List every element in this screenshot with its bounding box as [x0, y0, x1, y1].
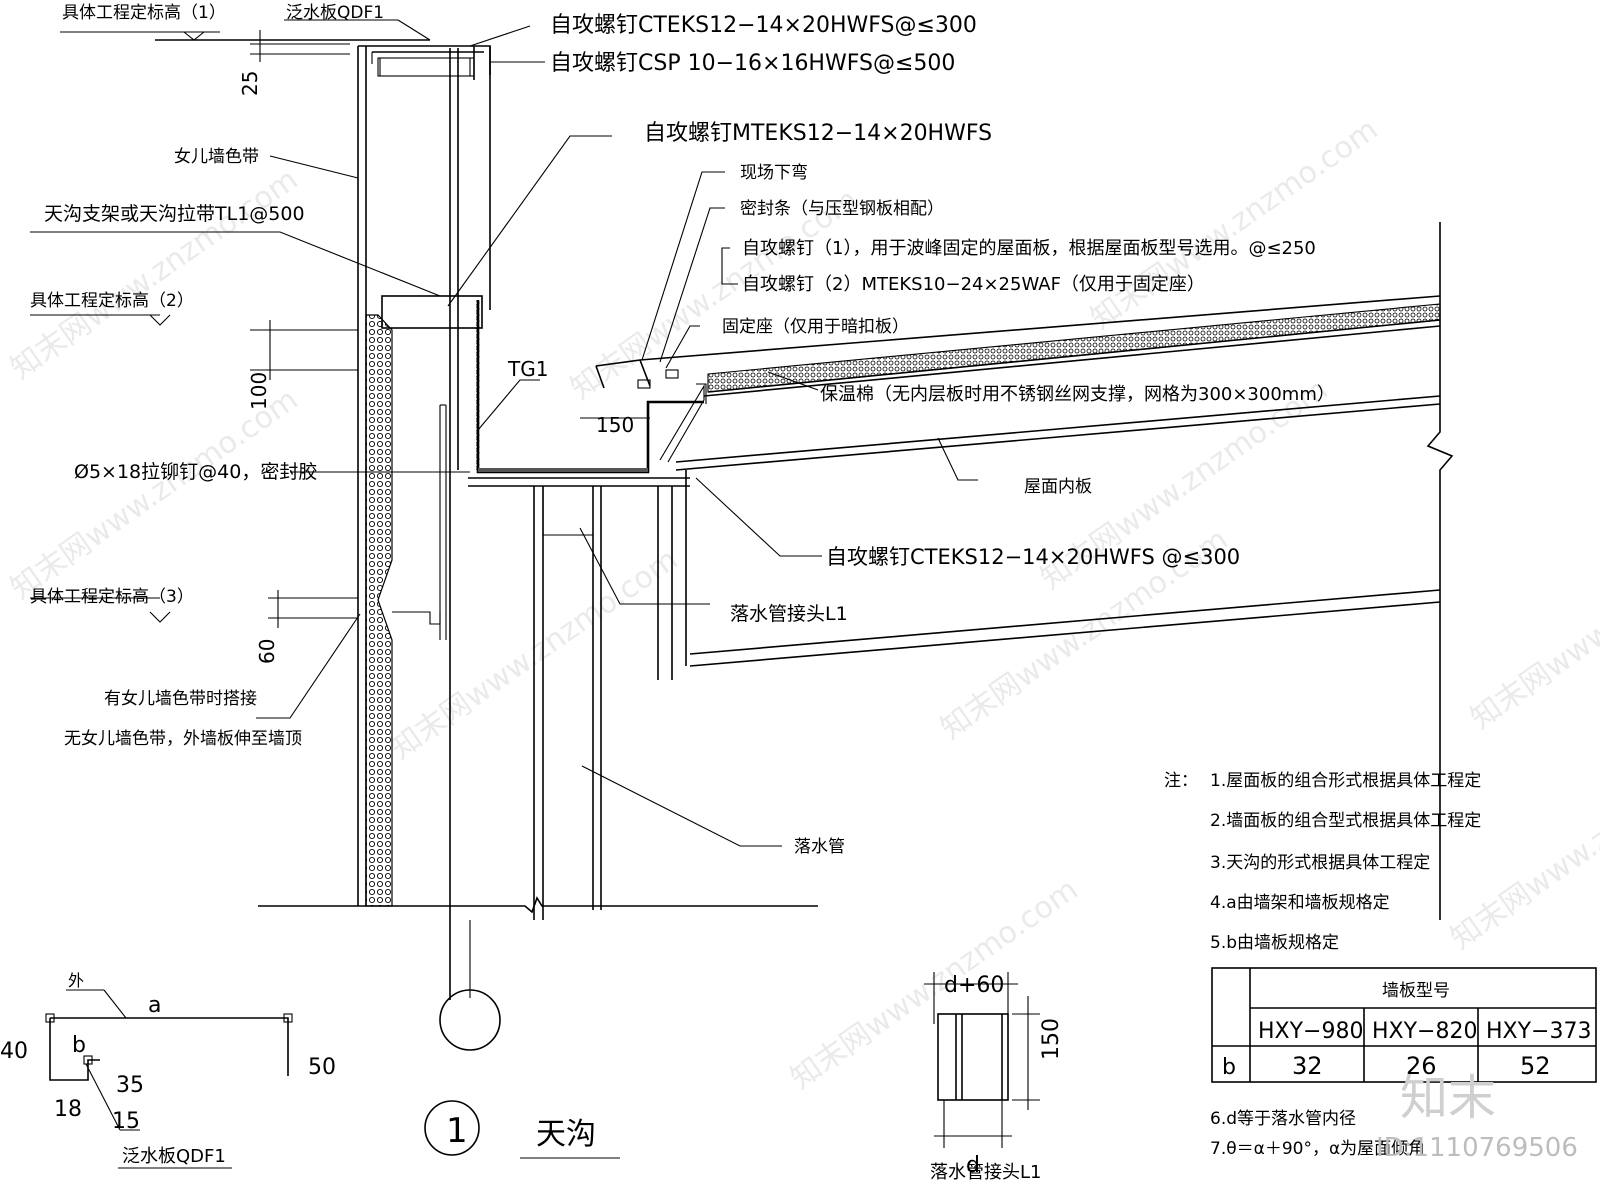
flashing-50-label: 50	[308, 1055, 336, 1080]
rivet-label: Ø5×18拉铆钉@40，密封胶	[74, 461, 317, 483]
brand-logo: 知末	[1400, 1070, 1496, 1126]
flashing-qdf1-label: 泛水板QDF1	[286, 3, 384, 23]
table-row-label: b	[1222, 1055, 1236, 1080]
table-header: 墙板型号	[1382, 981, 1450, 1001]
note-item: 7.θ＝α＋90°，α为屋面倾角	[1210, 1139, 1425, 1159]
notes: 注： 1.屋面板的组合形式根据具体工程定 2.墙面板的组合型式根据具体工程定 3…	[1164, 771, 1481, 1159]
note-item: 5.b由墙板规格定	[1210, 933, 1339, 953]
wall-panel-table: 墙板型号 HXY−980 HXY−820 HXY−373 b 32 26 52	[1211, 967, 1597, 1083]
table-cell: 26	[1406, 1052, 1437, 1080]
elevation-2-label: 具体工程定标高（2）	[30, 291, 194, 311]
watermark: 知末网www.znzmo.com	[1465, 512, 1600, 737]
screw-1-label: 自攻螺钉（1），用于波峰固定的屋面板，根据屋面板型号选用。@≤250	[742, 238, 1316, 259]
flashing-detail: 外 a b 40 50 35 18 15 泛水板QDF1	[0, 971, 336, 1169]
table-column-header: HXY−373	[1486, 1019, 1591, 1044]
gutter-bracket-label: 天沟支架或天沟拉带TL1@500	[44, 203, 305, 225]
note-item: 1.屋面板的组合形式根据具体工程定	[1210, 771, 1481, 791]
table-column-header: HXY−980	[1258, 1019, 1363, 1044]
note-item: 2.墙面板的组合型式根据具体工程定	[1210, 811, 1481, 831]
dim-60-label: 60	[255, 639, 279, 664]
watermark: 知末网www.znzmo.com	[1445, 732, 1600, 957]
flashing-40-label: 40	[0, 1039, 28, 1064]
note-item: 4.a由墙架和墙板规格定	[1210, 893, 1390, 913]
dim-100-label: 100	[247, 372, 271, 410]
field-bend-label: 现场下弯	[740, 163, 808, 183]
detail-title: 天沟	[536, 1117, 596, 1152]
screw-2-label: 自攻螺钉（2）MTEKS10−24×25WAF（仅用于固定座）	[742, 274, 1205, 295]
downpipe-joint-label: 落水管接头L1	[730, 603, 848, 625]
insulation-label: 保温棉（无内层板时用不锈钢丝网支撑，网格为300×300mm）	[820, 384, 1335, 405]
lap-without-label: 无女儿墙色带，外墙板伸至墙顶	[64, 729, 302, 749]
fixing-seat-label: 固定座（仅用于暗扣板）	[722, 317, 909, 337]
dim-150-roof-label: 150	[596, 413, 634, 437]
dim-25-label: 25	[238, 71, 262, 96]
downpipe-label: 落水管	[794, 837, 845, 857]
table-cell: 32	[1292, 1052, 1323, 1080]
lap-with-label: 有女儿墙色带时搭接	[104, 689, 257, 709]
joint-150-label: 150	[1039, 1018, 1064, 1060]
roof-section	[595, 222, 1454, 920]
note-item: 6.d等于落水管内径	[1210, 1109, 1356, 1129]
seal-strip-label: 密封条（与压型钢板相配）	[740, 199, 944, 219]
elevation-3-label: 具体工程定标高（3）	[30, 587, 194, 607]
leader-lines	[30, 19, 978, 847]
flashing-caption: 泛水板QDF1	[122, 1146, 226, 1167]
brand-mark: 知末 ID:1110769506	[1376, 1070, 1578, 1163]
wall-section	[155, 39, 818, 1051]
notes-prefix: 注：	[1164, 771, 1198, 791]
watermark: 知末网www.znzmo.com	[5, 162, 305, 387]
joint-d-label: d	[966, 1153, 980, 1178]
table-column-header: HXY−820	[1372, 1019, 1477, 1044]
watermark: 知末网www.znzmo.com	[1085, 112, 1385, 337]
screw-ct300b-label: 自攻螺钉CTEKS12−14×20HWFS @≤300	[826, 545, 1240, 569]
note-item: 3.天沟的形式根据具体工程定	[1210, 853, 1430, 873]
screw-mteks-label: 自攻螺钉MTEKS12−14×20HWFS	[644, 121, 992, 146]
detail-number: 1	[446, 1111, 468, 1151]
flashing-35-label: 35	[116, 1073, 144, 1098]
flashing-18-label: 18	[54, 1097, 82, 1122]
joint-d60-label: d+60	[944, 973, 1004, 998]
flashing-b-label: b	[72, 1033, 86, 1058]
brand-id: ID:1110769506	[1376, 1133, 1578, 1163]
table-cell: 52	[1520, 1052, 1551, 1080]
main-labels: 具体工程定标高（1） 泛水板QDF1 自攻螺钉CTEKS12−14×20HWFS…	[30, 3, 1335, 1159]
elevation-1-label: 具体工程定标高（1）	[62, 3, 226, 23]
screw-csp-label: 自攻螺钉CSP 10−16×16HWFS@≤500	[550, 51, 955, 76]
parapet-band-label: 女儿墙色带	[174, 147, 259, 167]
flashing-a-label: a	[148, 993, 161, 1018]
joint-caption: 落水管接头L1	[930, 1162, 1041, 1183]
inner-panel-label: 屋面内板	[1024, 477, 1092, 497]
downpipe-joint-detail: d+60 150 d 落水管接头L1	[924, 972, 1064, 1183]
watermark: 知末网www.znzmo.com	[5, 382, 305, 607]
tg1-label: TG1	[507, 357, 548, 381]
screw-ct300-label: 自攻螺钉CTEKS12−14×20HWFS@≤300	[550, 13, 977, 38]
flashing-15-label: 15	[112, 1109, 140, 1134]
flashing-outer-label: 外	[68, 971, 84, 990]
